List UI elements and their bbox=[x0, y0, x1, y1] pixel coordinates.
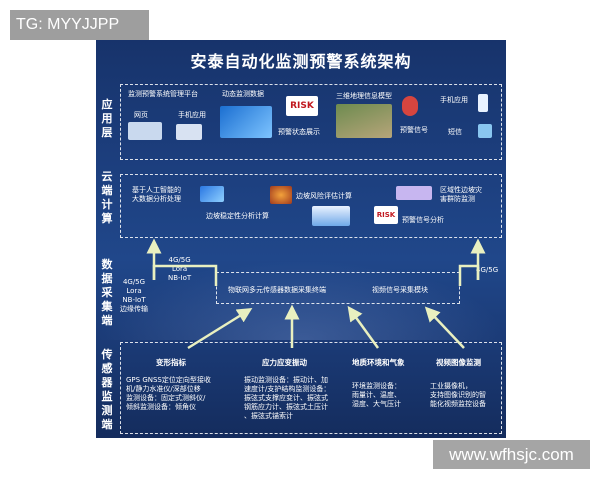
risk-icon: RISK bbox=[286, 96, 318, 116]
mobile-app-label: 手机应用 bbox=[178, 111, 206, 119]
slope-stability-label: 边坡稳定性分析计算 bbox=[206, 212, 269, 220]
layer-label-data: 数据采集端 bbox=[101, 258, 113, 327]
ai-analysis-label: 基于人工智能的 大数据分析处理 bbox=[132, 186, 181, 203]
right-network-label: 4G/5G bbox=[476, 266, 499, 274]
ai-icon bbox=[200, 186, 224, 202]
alarm-icon bbox=[402, 96, 418, 116]
warning-analysis-label: 预警信号分析 bbox=[402, 216, 444, 224]
risk-icon-2: RISK bbox=[374, 206, 398, 224]
top-watermark-tag: TG: MYYJJPP bbox=[10, 10, 149, 40]
warning-signal-label: 预警信号 bbox=[400, 126, 428, 134]
map-icon bbox=[396, 186, 432, 200]
stress-title: 应力应变振动 bbox=[262, 358, 307, 367]
regional-monitoring-label: 区域性边坡灾 害群防监测 bbox=[440, 186, 482, 203]
arrow-env bbox=[347, 305, 380, 349]
left-network-label: 4G/5G Lora NB-IoT bbox=[168, 256, 192, 282]
status-display-label: 预警状态展示 bbox=[278, 128, 320, 136]
connector-right bbox=[458, 264, 480, 286]
web-label: 网页 bbox=[134, 111, 148, 119]
stress-text: 振动监测设备：振动计、加 速度计/支护结构监测设备： 振弦式支撑应变计、振弦式 … bbox=[244, 376, 331, 420]
sensor-layer-box bbox=[120, 342, 502, 434]
flow-arrows bbox=[146, 238, 486, 350]
video-title: 视频图像监测 bbox=[436, 358, 481, 367]
video-module-label: 视频信号采集模块 bbox=[372, 286, 428, 294]
dynamic-data-label: 动态监测数据 bbox=[222, 90, 264, 98]
slope-model-icon bbox=[270, 186, 292, 204]
sms-icon bbox=[478, 124, 492, 138]
slope-risk-label: 边坡风险评估计算 bbox=[296, 192, 352, 200]
layer-label-cloud: 云端计算 bbox=[101, 170, 113, 225]
connector-left bbox=[152, 264, 218, 286]
data-layer-box bbox=[216, 272, 460, 304]
tablet-icon bbox=[176, 124, 202, 140]
platform-label: 监测预警系统管理平台 bbox=[128, 90, 198, 98]
laptop-icon bbox=[128, 122, 162, 140]
video-text: 工业摄像机， 支持图像识别的智 能化视频监控设备 bbox=[430, 382, 486, 408]
terrain-model-icon bbox=[336, 104, 392, 138]
iot-terminal-label: 物联网多元传感器数据采集终端 bbox=[228, 286, 326, 294]
distribution-curve-icon bbox=[312, 206, 350, 226]
mountain-backdrop bbox=[96, 260, 506, 340]
arrow-video bbox=[424, 306, 465, 349]
deform-text: GPS GNSS定位定向型接收 机/静力水准仪/深部位移 监测设备：固定式测斜仪… bbox=[126, 376, 211, 411]
architecture-panel: 安泰自动化监测预警系统架构 应用层 云端计算 数据采集端 传感器监测端 监测预警… bbox=[96, 40, 506, 438]
env-text: 环境监测设备： 雨量计、温度、 湿度、大气压计 bbox=[352, 382, 401, 408]
phone-icon bbox=[478, 94, 488, 112]
layer-label-app: 应用层 bbox=[101, 98, 113, 139]
mobile-app2-label: 手机应用 bbox=[440, 96, 468, 104]
arrow-deform bbox=[187, 308, 253, 350]
sms-label: 短信 bbox=[448, 128, 462, 136]
data-visual-icon bbox=[220, 106, 272, 138]
layer-label-sensor: 传感器监测端 bbox=[101, 348, 113, 431]
cloud-layer-box bbox=[120, 174, 502, 238]
deform-title: 变形指标 bbox=[156, 358, 186, 367]
diagram-title: 安泰自动化监测预警系统架构 bbox=[190, 52, 412, 71]
gis-label: 三维地理信息模型 bbox=[336, 92, 392, 100]
bottom-watermark-tag: www.wfhsjc.com bbox=[433, 440, 590, 469]
left-network-label-2: 4G/5G Lora NB-IoT 边缘传输 bbox=[120, 278, 148, 313]
env-title: 地质环境和气象 bbox=[352, 358, 405, 367]
app-layer-box bbox=[120, 84, 502, 160]
